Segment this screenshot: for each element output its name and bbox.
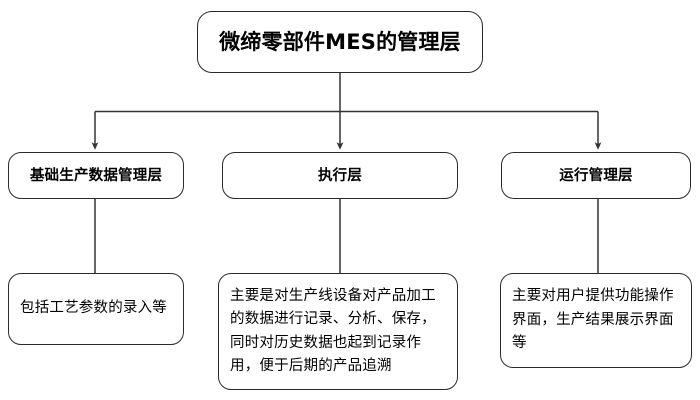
node-runtime-detail-label: 主要对用户提供功能操作界面，生产结果展示界面等 bbox=[512, 288, 674, 352]
node-title-label: 微缔零部件MES的管理层 bbox=[219, 30, 461, 54]
node-execution-detail[interactable]: 主要是对生产线设备对产品加工的数据进行记录、分析、保存，同时对历史数据也起到记录… bbox=[218, 273, 458, 390]
node-base-data[interactable]: 基础生产数据管理层 bbox=[8, 152, 184, 199]
node-execution[interactable]: 执行层 bbox=[222, 152, 458, 199]
node-execution-detail-label: 主要是对生产线设备对产品加工的数据进行记录、分析、保存，同时对历史数据也起到记录… bbox=[230, 287, 436, 375]
node-runtime[interactable]: 运行管理层 bbox=[501, 152, 691, 199]
node-title[interactable]: 微缔零部件MES的管理层 bbox=[197, 11, 483, 73]
node-execution-label: 执行层 bbox=[317, 167, 363, 184]
node-base-data-detail[interactable]: 包括工艺参数的录入等 bbox=[8, 273, 184, 345]
node-base-data-label: 基础生产数据管理层 bbox=[29, 167, 163, 184]
node-base-data-detail-label: 包括工艺参数的录入等 bbox=[20, 300, 167, 317]
node-runtime-label: 运行管理层 bbox=[559, 167, 633, 184]
node-runtime-detail[interactable]: 主要对用户提供功能操作界面，生产结果展示界面等 bbox=[500, 273, 692, 368]
